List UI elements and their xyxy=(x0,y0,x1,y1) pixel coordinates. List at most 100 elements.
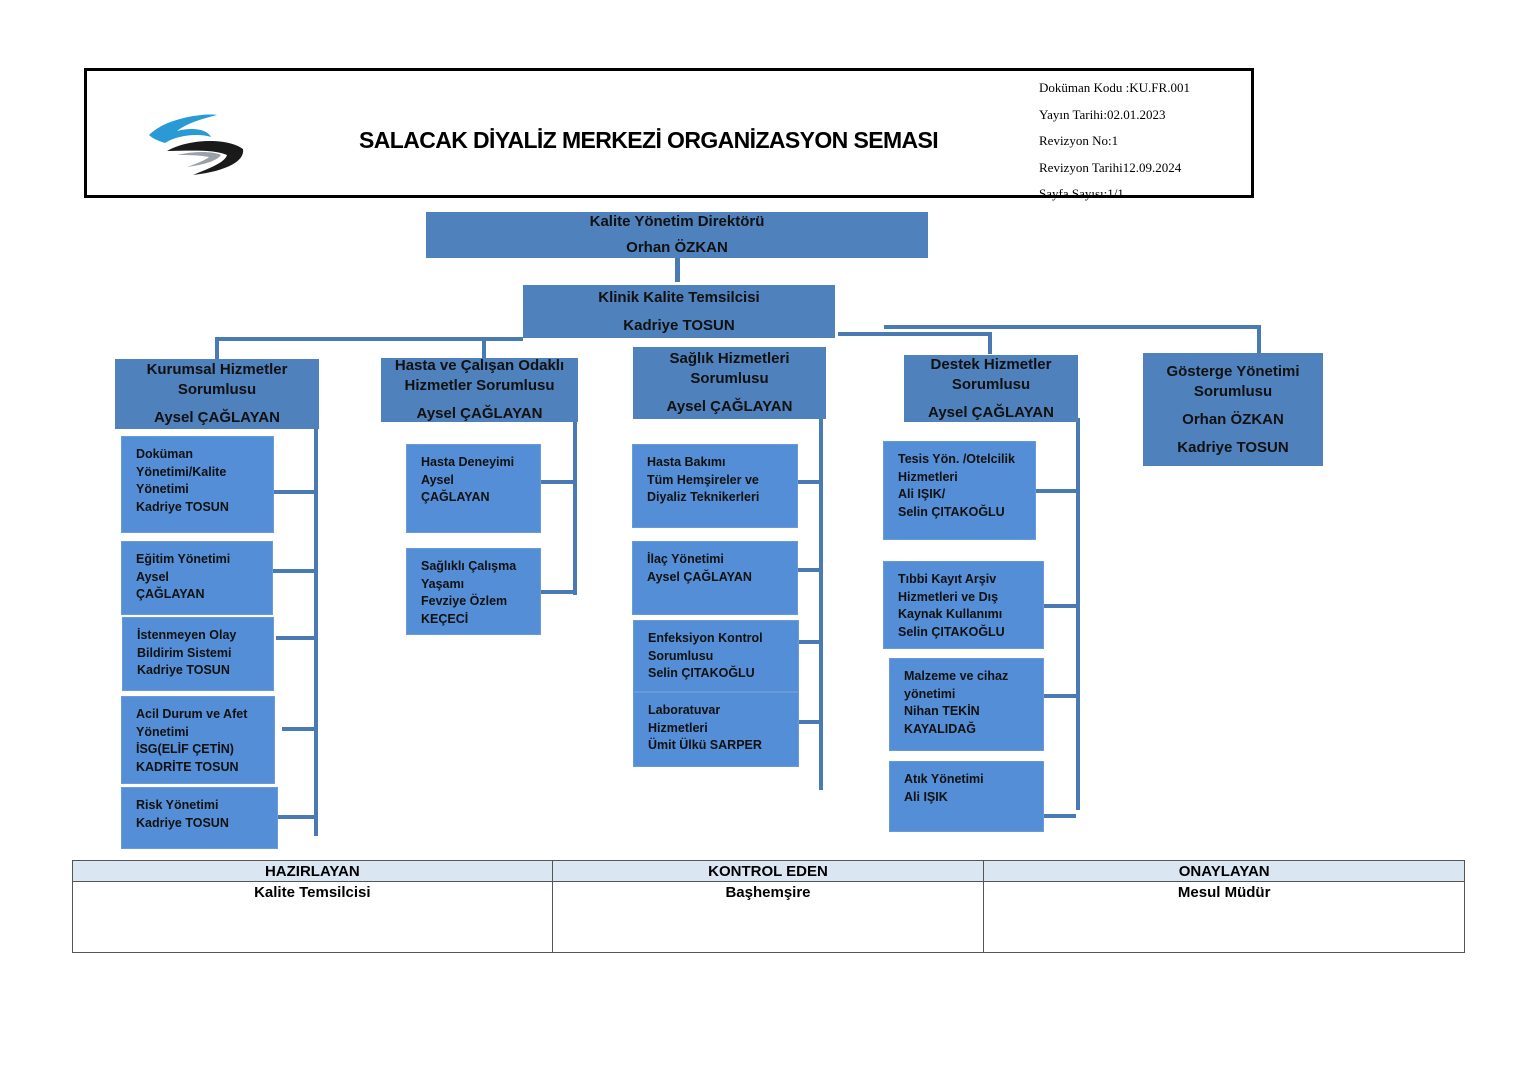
unit-line: Eğitim Yönetimi xyxy=(136,552,231,566)
unit-line: Kadriye TOSUN xyxy=(137,663,230,677)
dept-title: Hizmetler Sorumlusu xyxy=(404,377,555,394)
connector-line xyxy=(282,727,314,731)
unit-line: Yönetimi xyxy=(136,724,189,739)
unit-line: Hizmetleri ve Dış xyxy=(898,589,999,604)
dept-title: Sorumlusu xyxy=(1193,382,1273,400)
unit-line: Nihan TEKİN xyxy=(904,704,980,718)
connector-line xyxy=(797,480,819,484)
connector-line xyxy=(1257,325,1261,353)
dept-title: Sorumlusu xyxy=(690,370,769,387)
unit-box: Sağlıklı Çalışma Yaşamı Fevziye Özlem KE… xyxy=(406,548,541,635)
unit-line: Aysel xyxy=(136,569,169,584)
checked-by-header: KONTROL EDEN xyxy=(551,860,985,882)
unit-line: Hizmetleri xyxy=(898,469,958,484)
connector-line xyxy=(573,421,577,595)
unit-line: Kadriye TOSUN xyxy=(136,499,229,514)
unit-line: Yönetimi xyxy=(136,482,189,496)
unit-line: Hasta Deneyimi xyxy=(421,455,515,469)
unit-line: Ali IŞIK xyxy=(904,789,948,804)
connector-line xyxy=(314,428,318,836)
unit-line: Sağlıklı Çalışma xyxy=(421,559,517,573)
unit-line: Bildirim Sistemi xyxy=(137,645,232,660)
signature-header-row: HAZIRLAYAN KONTROL EDEN ONAYLAYAN xyxy=(72,860,1465,882)
unit-line: Acil Durum ve Afet xyxy=(136,707,248,721)
unit-box: Acil Durum ve Afet Yönetimi İSG(ELİF ÇET… xyxy=(121,696,275,784)
revision-no: Revizyon No:1 xyxy=(1039,133,1119,149)
unit-line: Atık Yönetimi xyxy=(904,772,984,786)
dept-title: Sağlık Hizmetleri xyxy=(669,350,790,367)
publish-date: Yayın Tarihi:02.01.2023 xyxy=(1039,106,1166,122)
unit-box: Atık Yönetimi Ali IŞIK xyxy=(889,761,1044,832)
dept-head-name: Kadriye TOSUN xyxy=(1177,438,1289,456)
unit-box: İstenmeyen Olay Bildirim Sistemi Kadriye… xyxy=(122,617,274,691)
connector-line xyxy=(797,568,819,572)
unit-line: Fevziye Özlem xyxy=(421,594,508,608)
connector-line xyxy=(675,258,680,282)
representative-name: Kadriye TOSUN xyxy=(623,316,735,334)
dept-head-name: Aysel ÇAĞLAYAN xyxy=(154,409,280,426)
unit-line: Selin ÇITAKOĞLU xyxy=(648,666,755,680)
prepared-by-role: Kalite Temsilcisi xyxy=(72,881,553,953)
dept-title: Hasta ve Çalışan Odaklı xyxy=(394,357,565,374)
dept-title: Gösterge Yönetimi xyxy=(1166,362,1300,380)
unit-line: KAYALIDAĞ xyxy=(904,721,977,736)
dept-head-name: Aysel ÇAĞLAYAN xyxy=(666,398,793,415)
unit-line: Diyaliz Teknikerleri xyxy=(647,490,760,504)
connector-line xyxy=(272,569,314,573)
dept-head-name: Orhan ÖZKAN xyxy=(1182,410,1284,428)
unit-line: KADRİTE TOSUN xyxy=(136,759,239,774)
connector-line xyxy=(838,332,992,336)
unit-box: İlaç Yönetimi Aysel ÇAĞLAYAN xyxy=(632,541,798,615)
document-header: SALACAK DİYALİZ MERKEZİ ORGANİZASYON SEM… xyxy=(84,68,1254,201)
document-meta: Doküman Kodu :KU.FR.001 Yayın Tarihi:02.… xyxy=(1039,75,1190,208)
connector-line xyxy=(1044,604,1076,608)
unit-box: Risk Yönetimi Kadriye TOSUN xyxy=(121,787,278,849)
unit-line: Aysel xyxy=(421,472,454,487)
page-count: Sayfa Sayısı:1/1 xyxy=(1039,186,1124,202)
connector-line xyxy=(819,418,823,790)
unit-line: Enfeksiyon Kontrol xyxy=(648,631,763,645)
representative-box: Klinik Kalite Temsilcisi Kadriye TOSUN xyxy=(523,285,835,338)
unit-box: Malzeme ve cihaz yönetimi Nihan TEKİN KA… xyxy=(889,658,1044,751)
unit-line: Risk Yönetimi xyxy=(136,798,219,812)
dept-head-name: Aysel ÇAĞLAYAN xyxy=(416,405,543,422)
connector-line xyxy=(482,337,486,358)
unit-line: ÇAĞLAYAN xyxy=(136,587,205,601)
signature-table: HAZIRLAYAN KONTROL EDEN ONAYLAYAN Kalite… xyxy=(72,860,1465,953)
director-name: Orhan ÖZKAN xyxy=(626,239,728,256)
unit-line: ÇAĞLAYAN xyxy=(421,490,490,504)
connector-line xyxy=(278,815,314,819)
unit-line: Yaşamı xyxy=(421,576,465,591)
unit-line: Selin ÇITAKOĞLU xyxy=(898,504,1005,519)
director-box: Kalite Yönetim Direktörü Orhan ÖZKAN xyxy=(426,212,928,258)
unit-box: Tıbbi Kayıt Arşiv Hizmetleri ve Dış Kayn… xyxy=(883,561,1044,649)
representative-title: Klinik Kalite Temsilcisi xyxy=(598,288,760,306)
unit-line: Hizmetleri xyxy=(648,720,708,735)
unit-line: Ümit Ülkü SARPER xyxy=(648,738,762,752)
connector-line xyxy=(797,640,819,644)
connector-line xyxy=(1044,814,1076,818)
connector-line xyxy=(1076,418,1080,810)
approved-by-role: Mesul Müdür xyxy=(983,881,1465,953)
connector-line xyxy=(884,325,1261,329)
dept-head-name: Aysel ÇAĞLAYAN xyxy=(928,403,1054,421)
dept-hasta-box: Hasta ve Çalışan Odaklı Hizmetler Soruml… xyxy=(381,357,578,422)
connector-line xyxy=(215,337,523,341)
dept-destek-box: Destek Hizmetler Sorumlusu Aysel ÇAĞLAYA… xyxy=(904,355,1078,422)
dept-saglik-box: Sağlık Hizmetleri Sorumlusu Aysel ÇAĞLAY… xyxy=(633,347,826,419)
unit-line: Tıbbi Kayıt Arşiv xyxy=(898,572,997,586)
unit-line: İstenmeyen Olay xyxy=(137,628,237,642)
revision-date: Revizyon Tarihi12.09.2024 xyxy=(1039,159,1182,175)
dept-title: Kurumsal Hizmetler xyxy=(146,361,288,378)
unit-line: Tüm Hemşireler ve xyxy=(647,472,759,487)
document-title: SALACAK DİYALİZ MERKEZİ ORGANİZASYON SEM… xyxy=(359,127,939,153)
unit-line: Doküman xyxy=(136,447,193,461)
connector-line xyxy=(262,490,314,494)
unit-box: Enfeksiyon Kontrol Sorumlusu Selin ÇITAK… xyxy=(633,620,799,692)
logo-icon xyxy=(149,114,244,175)
unit-box: Hasta Deneyimi Aysel ÇAĞLAYAN xyxy=(406,444,541,533)
dept-title: Destek Hizmetler xyxy=(930,355,1052,373)
unit-line: Kaynak Kullanımı xyxy=(898,607,1003,621)
approved-by-header: ONAYLAYAN xyxy=(983,860,1465,882)
doc-code: Doküman Kodu :KU.FR.001 xyxy=(1039,80,1190,95)
